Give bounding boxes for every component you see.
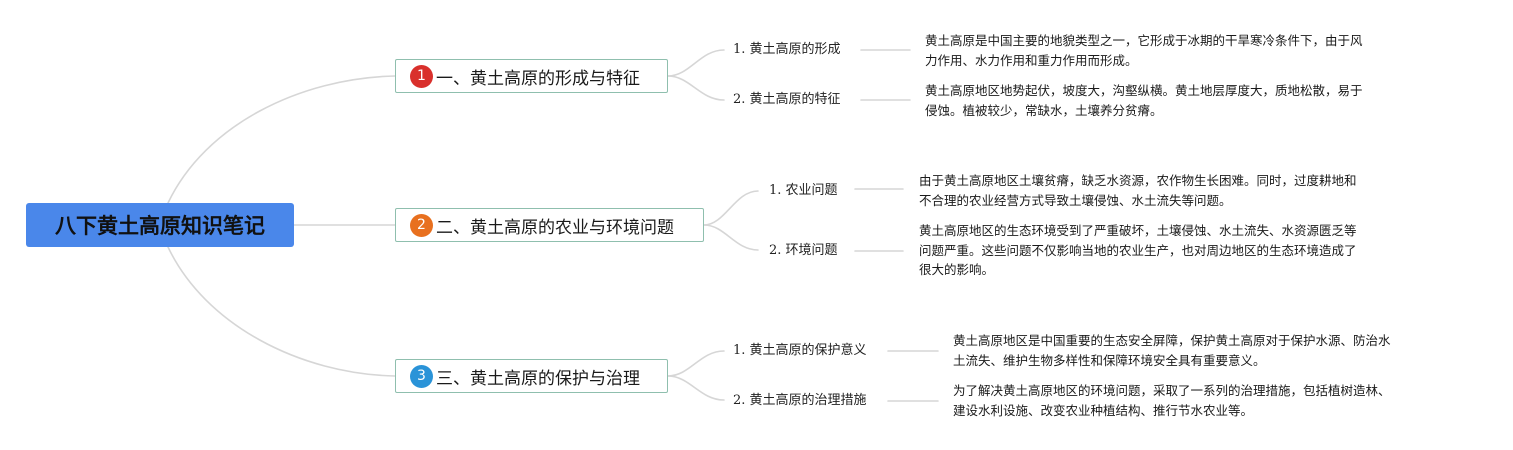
description-2-2[interactable]: 黄土高原地区的生态环境受到了严重破坏，土壤侵蚀、水土流失、水资源匮乏等问题严重。… — [919, 221, 1357, 280]
description-line: 土流失、维护生物多样性和保障环境安全具有重要意义。 — [953, 352, 1266, 368]
connector-s1-item-1 — [667, 49, 725, 77]
subtopic-2-1[interactable]: 1. 农业问题 — [769, 183, 838, 198]
subtopic-2-2[interactable]: 2. 环境问题 — [769, 243, 838, 258]
description-line: 建设水利设施、改变农业种植结构、推行节水农业等。 — [953, 402, 1254, 418]
description-1-1[interactable]: 黄土高原是中国主要的地貌类型之一，它形成于冰期的干旱寒冷条件下，由于风力作用、水… — [925, 31, 1363, 70]
section-node-1[interactable]: 1 一、黄土高原的形成与特征 — [395, 59, 668, 93]
number-badge-1-icon: 1 — [410, 64, 433, 88]
description-3-2[interactable]: 为了解决黄土高原地区的环境问题，采取了一系列的治理措施，包括植树造林、建设水利设… — [953, 381, 1391, 420]
description-line: 黄土高原地区是中国重要的生态安全屏障，保护黄土高原对于保护水源、防治水 — [953, 333, 1391, 348]
description-line: 黄土高原地区地势起伏，坡度大，沟壑纵横。黄土地层厚度大，质地松散，易于 — [925, 83, 1363, 98]
connector-root-section-1 — [167, 75, 396, 204]
root-node[interactable]: 八下黄土高原知识笔记 — [26, 203, 294, 247]
section-title-1: 一、黄土高原的形成与特征 — [436, 68, 640, 89]
description-line: 问题严重。这些问题不仅影响当地的农业生产，也对周边地区的生态环境造成了 — [919, 242, 1357, 258]
description-line: 不合理的农业经营方式导致土壤侵蚀、水土流失等问题。 — [919, 192, 1232, 208]
description-2-1[interactable]: 由于黄土高原地区土壤贫瘠，缺乏水资源，农作物生长困难。同时，过度耕地和不合理的农… — [919, 171, 1357, 210]
description-line: 很大的影响。 — [919, 262, 995, 277]
connector-root-section-3 — [167, 246, 396, 377]
connector-s2-item-1 — [703, 190, 759, 226]
section-node-3[interactable]: 3 三、黄土高原的保护与治理 — [395, 359, 668, 393]
subtopic-1-2[interactable]: 2. 黄土高原的特征 — [733, 92, 841, 107]
description-3-1[interactable]: 黄土高原地区是中国重要的生态安全屏障，保护黄土高原对于保护水源、防治水土流失、维… — [953, 331, 1391, 370]
number-badge-3-icon: 3 — [410, 364, 433, 388]
subtopic-3-2[interactable]: 2. 黄土高原的治理措施 — [733, 393, 867, 408]
subtopic-1-1[interactable]: 1. 黄土高原的形成 — [733, 42, 841, 57]
connector-s1-item-2 — [667, 75, 725, 101]
section-node-2[interactable]: 2 二、黄土高原的农业与环境问题 — [395, 208, 704, 242]
description-line: 为了解决黄土高原地区的环境问题，采取了一系列的治理措施，包括植树造林、 — [953, 383, 1391, 398]
description-line: 由于黄土高原地区土壤贫瘠，缺乏水资源，农作物生长困难。同时，过度耕地和 — [919, 173, 1357, 188]
connector-s3-item-1 — [667, 350, 725, 377]
description-line: 黄土高原是中国主要的地貌类型之一，它形成于冰期的干旱寒冷条件下，由于风 — [925, 33, 1363, 48]
section-title-3: 三、黄土高原的保护与治理 — [436, 368, 640, 389]
description-1-2[interactable]: 黄土高原地区地势起伏，坡度大，沟壑纵横。黄土地层厚度大，质地松散，易于侵蚀。植被… — [925, 81, 1363, 120]
description-line: 力作用、水力作用和重力作用而形成。 — [925, 52, 1138, 68]
number-badge-2-icon: 2 — [410, 213, 433, 237]
connector-s3-item-2 — [667, 375, 725, 401]
subtopic-3-1[interactable]: 1. 黄土高原的保护意义 — [733, 343, 867, 358]
description-line: 侵蚀。植被较少，常缺水，土壤养分贫瘠。 — [925, 102, 1163, 118]
section-title-2: 二、黄土高原的农业与环境问题 — [436, 217, 674, 238]
connector-s2-item-2 — [703, 224, 759, 251]
description-line: 黄土高原地区的生态环境受到了严重破坏，土壤侵蚀、水土流失、水资源匮乏等 — [919, 223, 1357, 238]
root-title: 八下黄土高原知识笔记 — [55, 214, 265, 238]
